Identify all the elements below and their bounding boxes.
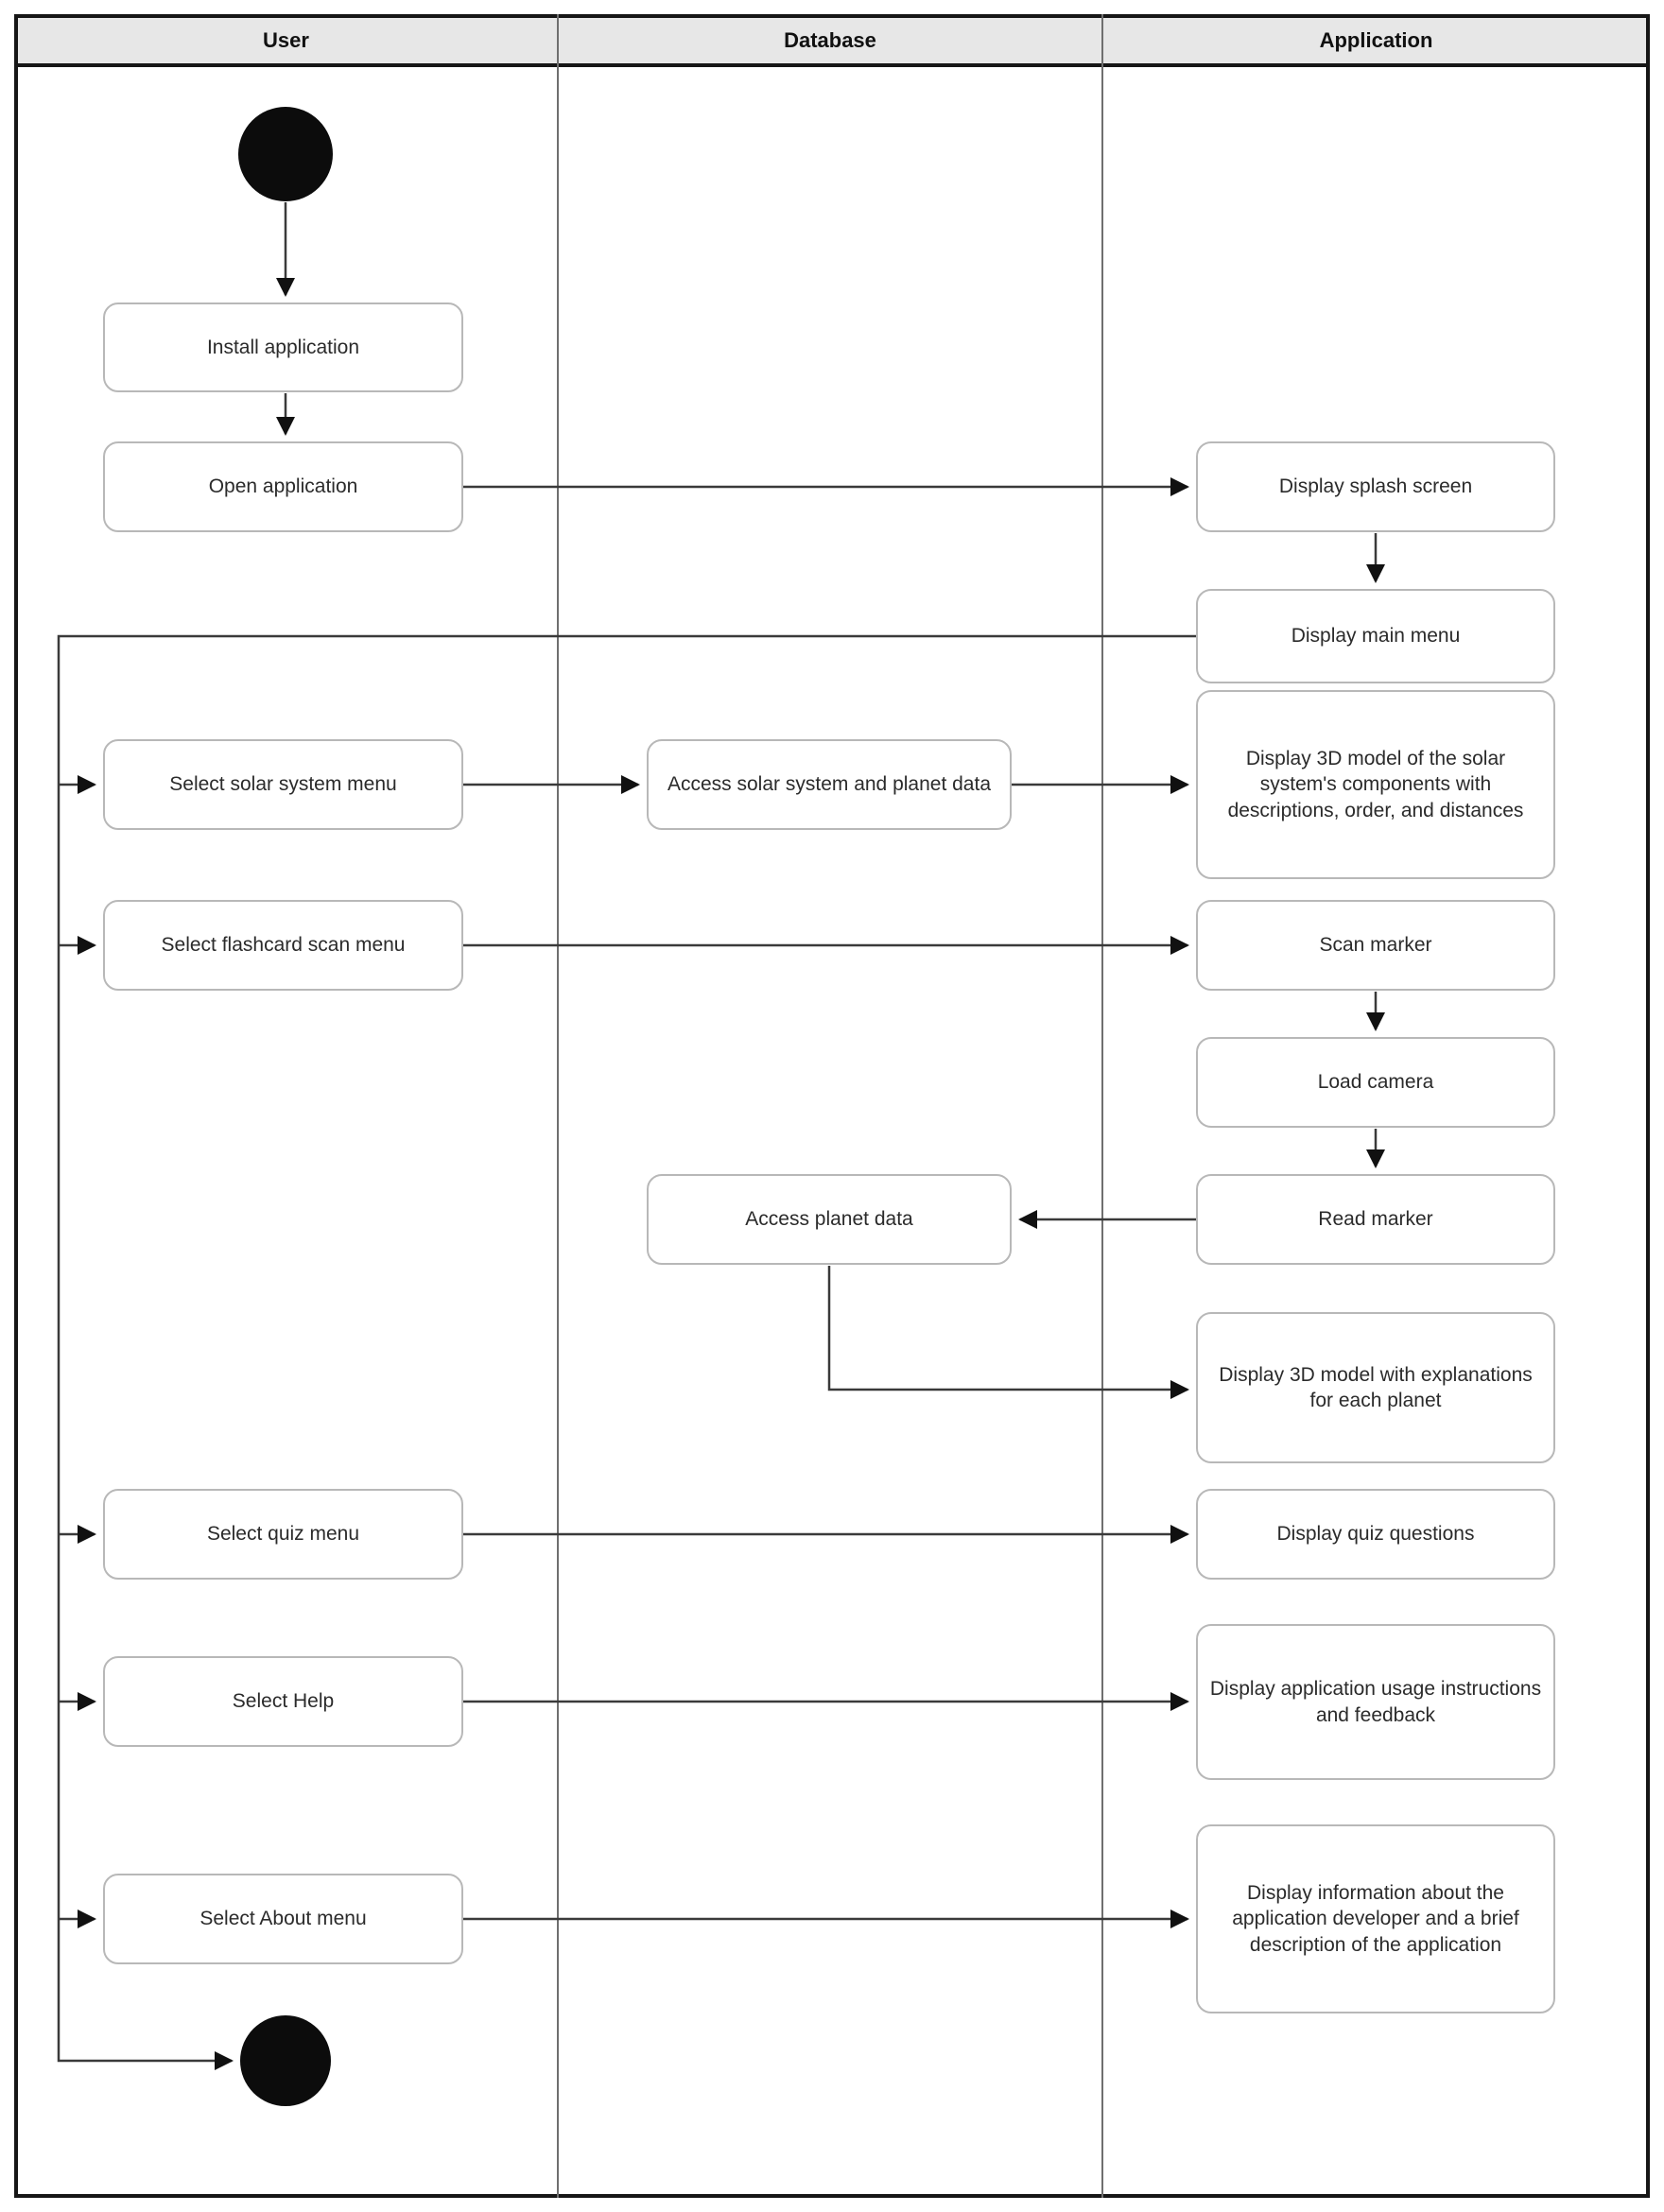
activity-display-usage-instructions: Display application usage instructions a… — [1196, 1624, 1555, 1780]
lane-divider-user-database — [557, 14, 559, 2198]
activity-display-quiz-questions-label: Display quiz questions — [1276, 1523, 1475, 1546]
activity-display-splash-screen: Display splash screen — [1196, 441, 1555, 532]
swimlane-header-row — [14, 14, 1650, 67]
activity-display-3d-model-explanations: Display 3D model with explanations for e… — [1196, 1312, 1555, 1463]
activity-display-3d-model-solar-system-label: Display 3D model of the solar system's c… — [1227, 748, 1524, 821]
activity-read-marker: Read marker — [1196, 1174, 1555, 1265]
activity-select-flashcard-scan-menu-label: Select flashcard scan menu — [161, 934, 406, 957]
activity-select-flashcard-scan-menu: Select flashcard scan menu — [103, 900, 463, 991]
activity-select-solar-system-menu: Select solar system menu — [103, 739, 463, 830]
lane-divider-database-application — [1101, 14, 1103, 2198]
lane-header-application: Application — [1319, 28, 1433, 52]
activity-select-help-label: Select Help — [232, 1690, 335, 1713]
activity-load-camera-label: Load camera — [1317, 1071, 1434, 1094]
activity-display-main-menu-label: Display main menu — [1291, 625, 1461, 648]
activity-select-about-menu: Select About menu — [103, 1874, 463, 1964]
activity-display-usage-instructions-label: Display application usage instructions a… — [1209, 1678, 1542, 1726]
activity-display-3d-model-explanations-label: Display 3D model with explanations for e… — [1219, 1363, 1533, 1411]
lane-header-user: User — [263, 28, 309, 52]
initial-node — [238, 107, 333, 201]
activity-display-quiz-questions: Display quiz questions — [1196, 1489, 1555, 1580]
activity-access-planet-data-label: Access planet data — [745, 1208, 913, 1231]
activity-install-application: Install application — [103, 302, 463, 392]
activity-open-application: Open application — [103, 441, 463, 532]
activity-access-solar-system-and-planet-data: Access solar system and planet data — [647, 739, 1012, 830]
activity-display-3d-model-solar-system: Display 3D model of the solar system's c… — [1196, 690, 1555, 879]
activity-load-camera: Load camera — [1196, 1037, 1555, 1128]
activity-select-about-menu-label: Select About menu — [199, 1908, 367, 1930]
activity-select-solar-system-menu-label: Select solar system menu — [169, 773, 397, 796]
activity-select-quiz-menu: Select quiz menu — [103, 1489, 463, 1580]
activity-select-quiz-menu-label: Select quiz menu — [206, 1523, 360, 1546]
final-node — [240, 2015, 331, 2106]
activity-display-main-menu: Display main menu — [1196, 589, 1555, 683]
activity-scan-marker-label: Scan marker — [1319, 934, 1432, 957]
activity-scan-marker: Scan marker — [1196, 900, 1555, 991]
lane-header-database: Database — [784, 28, 876, 52]
activity-select-help: Select Help — [103, 1656, 463, 1747]
activity-install-application-label: Install application — [206, 336, 360, 358]
activity-access-solar-system-and-planet-data-label: Access solar system and planet data — [667, 773, 991, 796]
activity-display-splash-screen-label: Display splash screen — [1278, 475, 1473, 498]
activity-display-about-info: Display information about the applicatio… — [1196, 1824, 1555, 2013]
activity-read-marker-label: Read marker — [1318, 1208, 1433, 1231]
activity-display-about-info-label: Display information about the applicatio… — [1232, 1882, 1519, 1956]
activity-access-planet-data: Access planet data — [647, 1174, 1012, 1265]
activity-open-application-label: Open application — [208, 475, 358, 498]
